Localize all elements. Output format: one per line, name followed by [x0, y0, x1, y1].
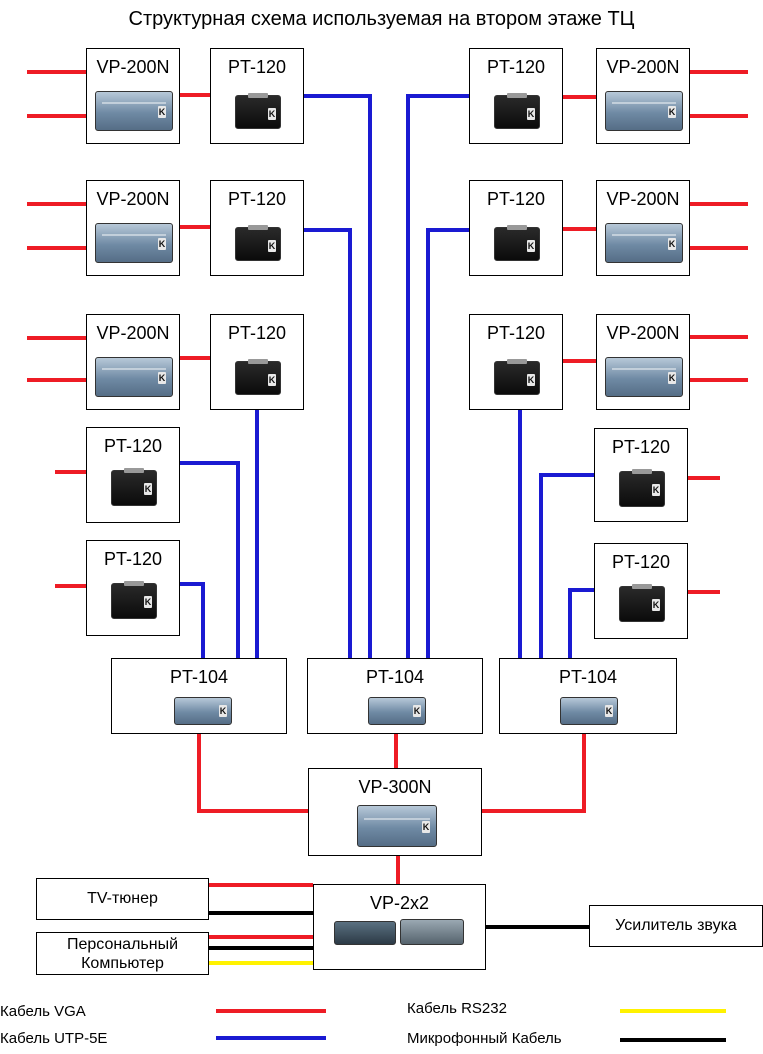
legend-label-vga: Кабель VGA: [0, 1003, 86, 1020]
utp-cable: [426, 228, 469, 658]
device-label: PT-120: [486, 189, 546, 209]
pt104-device-icon: K: [174, 697, 232, 725]
device-label: PT-104: [365, 667, 425, 687]
pt120-left-5: PT-120 K: [86, 540, 180, 636]
vp200n-right-3: VP-200N K: [596, 314, 690, 410]
pt120-device-icon: K: [111, 581, 157, 619]
vp2x2: VP-2x2: [313, 884, 486, 970]
legend-swatch-utp: [216, 1036, 326, 1040]
pt120-device-icon: K: [619, 584, 665, 622]
pt120-right-4: PT-120 K: [594, 428, 688, 522]
vp200n-left-1: VP-200N K: [86, 48, 180, 144]
legend-swatch-rs232: [620, 1009, 726, 1013]
device-label: PT-120: [611, 552, 671, 572]
device-label: VP-300N: [358, 777, 432, 797]
device-label: PT-104: [169, 667, 229, 687]
pt120-device-icon: K: [494, 93, 540, 129]
legend-label-mic: Микрофонный Кабель: [407, 1030, 562, 1047]
device-label: VP-200N: [96, 323, 170, 343]
pt120-left-3: PT-120 K: [210, 314, 304, 410]
pc-label: Персональный Компьютер: [66, 936, 179, 972]
vp200n-right-2: VP-200N K: [596, 180, 690, 276]
utp-cable: [180, 582, 205, 658]
tv-tuner-label: TV-тюнер: [87, 890, 158, 907]
device-label: PT-104: [558, 667, 618, 687]
pt120-left-4: PT-120 K: [86, 427, 180, 523]
vp200n-device-icon: K: [605, 357, 683, 397]
pt120-right-3: PT-120 K: [469, 314, 563, 410]
vga-cable: [482, 734, 586, 813]
utp-cable: [539, 473, 594, 658]
device-label: VP-200N: [606, 57, 680, 77]
vp2x2-switcher-icon: [334, 921, 396, 945]
amplifier-box: Усилитель звука: [589, 905, 763, 947]
utp-cable: [568, 588, 594, 658]
amplifier-label: Усилитель звука: [615, 917, 737, 934]
device-label: PT-120: [227, 189, 287, 209]
device-label: PT-120: [486, 323, 546, 343]
device-label: PT-120: [103, 436, 163, 456]
vp200n-device-icon: K: [95, 91, 173, 131]
pt120-left-2: PT-120 K: [210, 180, 304, 276]
vp200n-device-icon: K: [95, 223, 173, 263]
device-label: PT-120: [611, 437, 671, 457]
legend-swatch-vga: [216, 1009, 326, 1013]
vp2x2-scaler-icon: [400, 919, 464, 945]
vp200n-device-icon: K: [95, 357, 173, 397]
vp300n: VP-300N K: [308, 768, 482, 856]
pt120-device-icon: K: [111, 468, 157, 506]
legend-swatch-mic: [620, 1038, 726, 1042]
tv-tuner-box: TV-тюнер: [36, 878, 209, 920]
device-label: PT-120: [227, 323, 287, 343]
device-label: VP-200N: [96, 189, 170, 209]
vp200n-device-icon: K: [605, 91, 683, 131]
vp300n-device-icon: K: [357, 805, 437, 847]
device-label: VP-200N: [606, 323, 680, 343]
utp-cable: [304, 94, 372, 658]
pt120-device-icon: K: [235, 359, 281, 395]
pt104-center: PT-104 K: [307, 658, 483, 734]
utp-cable: [406, 94, 469, 658]
pt120-right-2: PT-120 K: [469, 180, 563, 276]
utp-cable: [304, 228, 352, 658]
vp200n-left-2: VP-200N K: [86, 180, 180, 276]
vp200n-right-1: VP-200N K: [596, 48, 690, 144]
pt120-device-icon: K: [235, 93, 281, 129]
legend-label-utp: Кабель UTP-5E: [0, 1030, 108, 1047]
pt120-device-icon: K: [494, 225, 540, 261]
device-label: PT-120: [486, 57, 546, 77]
device-label: VP-200N: [96, 57, 170, 77]
pt120-right-1: PT-120 K: [469, 48, 563, 144]
vga-cable: [197, 734, 308, 813]
pt120-left-1: PT-120 K: [210, 48, 304, 144]
pt120-device-icon: K: [619, 469, 665, 507]
pt120-right-5: PT-120 K: [594, 543, 688, 639]
vp200n-device-icon: K: [605, 223, 683, 263]
utp-cable: [180, 461, 240, 658]
vp200n-left-3: VP-200N K: [86, 314, 180, 410]
device-label: PT-120: [227, 57, 287, 77]
device-label: VP-2x2: [369, 893, 430, 913]
pt104-left: PT-104 K: [111, 658, 287, 734]
device-label: VP-200N: [606, 189, 680, 209]
legend-label-rs232: Кабель RS232: [407, 1000, 507, 1017]
pc-box: Персональный Компьютер: [36, 932, 209, 975]
pt104-device-icon: K: [368, 697, 426, 725]
pt104-device-icon: K: [560, 697, 618, 725]
pt104-right: PT-104 K: [499, 658, 677, 734]
pt120-device-icon: K: [235, 225, 281, 261]
pt120-device-icon: K: [494, 359, 540, 395]
diagram-title: Структурная схема используемая на втором…: [128, 8, 635, 30]
device-label: PT-120: [103, 549, 163, 569]
